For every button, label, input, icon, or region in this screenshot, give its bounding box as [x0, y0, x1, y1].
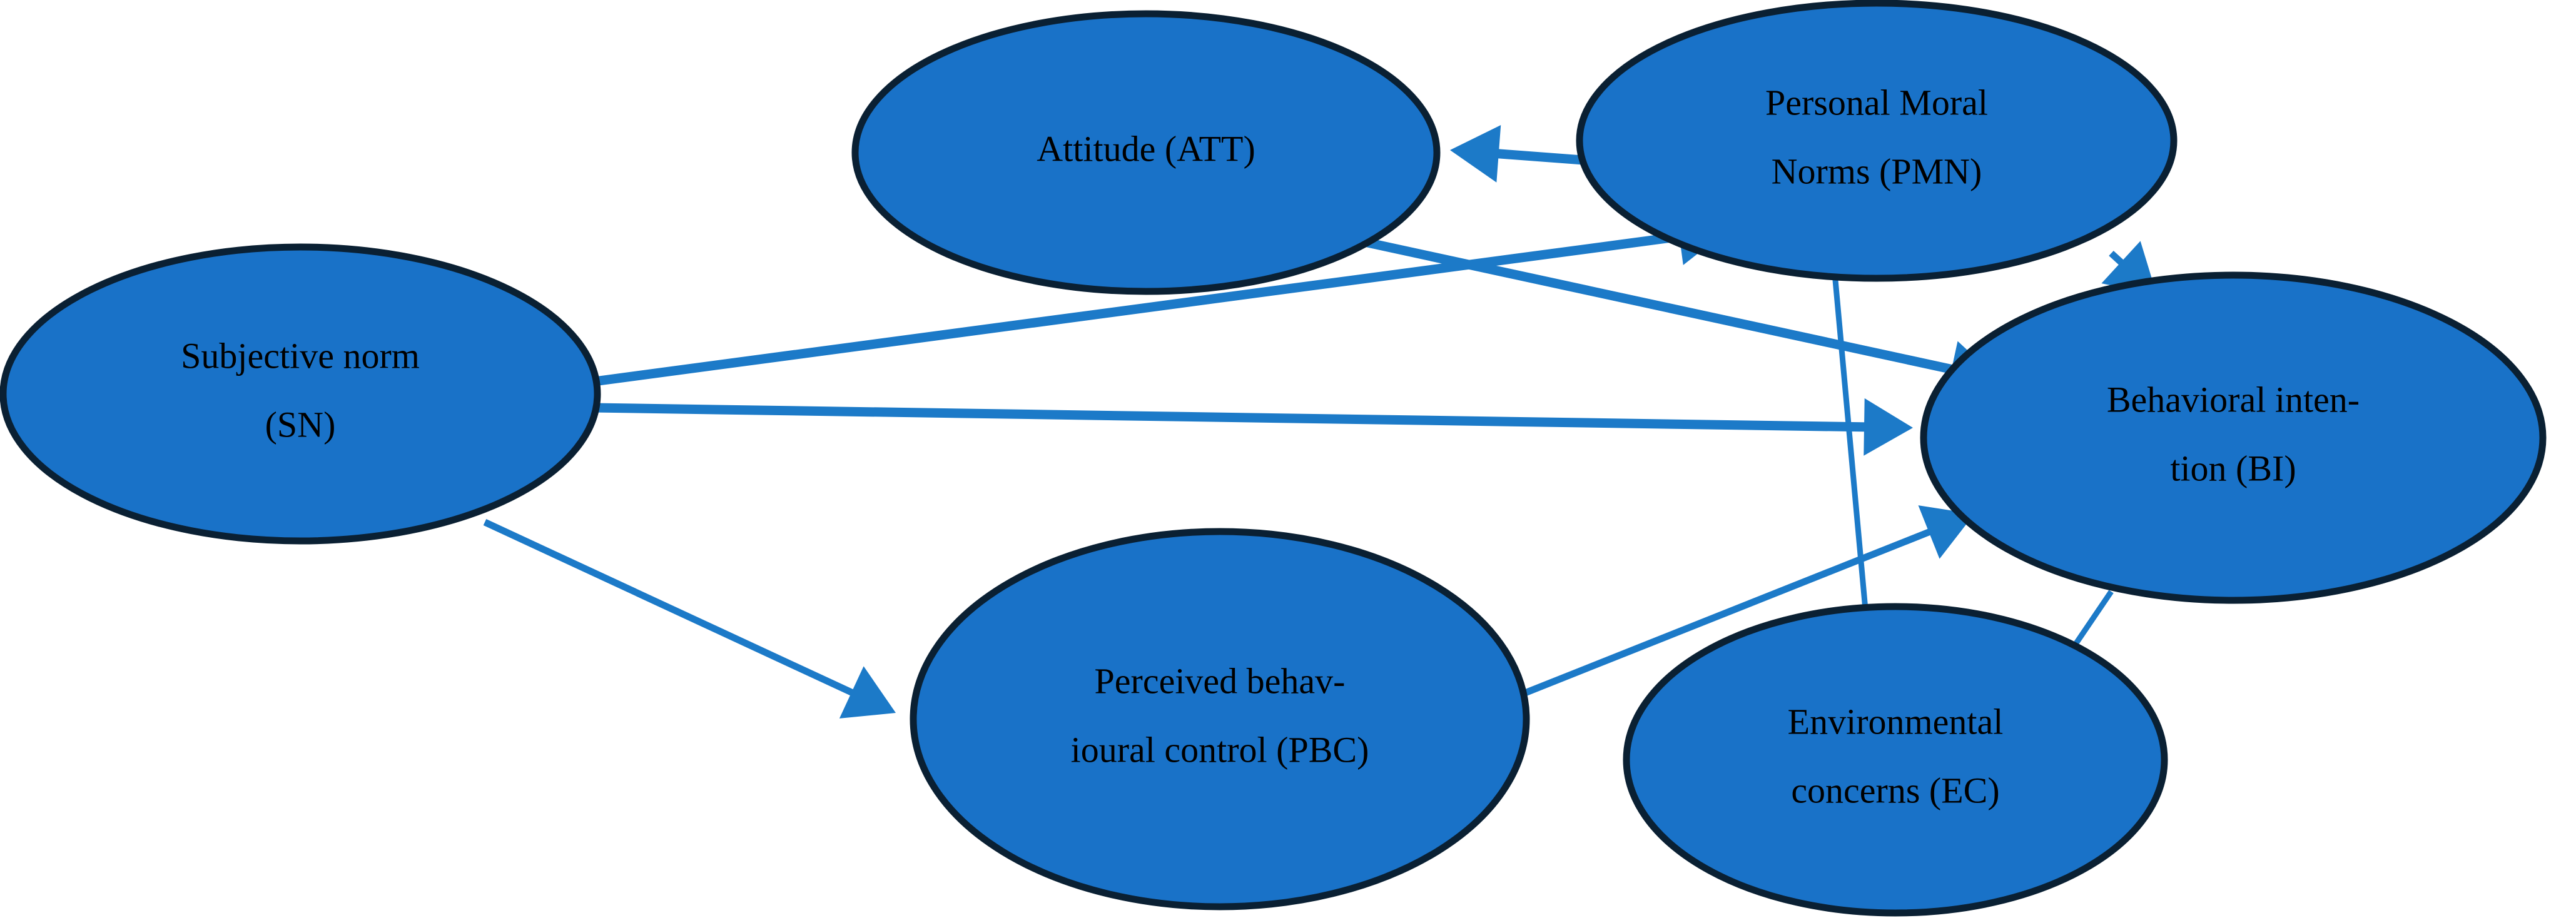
- node-label-BI-line1: Behavioral inten-: [2107, 379, 2360, 420]
- arrowhead-SN-PBC: [839, 666, 896, 719]
- edge-line-PMN-EC: [1832, 273, 1872, 651]
- node-label-PBC-line2: ioural control (PBC): [1071, 729, 1369, 770]
- node-label-EC-line2: concerns (EC): [1791, 770, 1999, 810]
- edge-SN-BI[interactable]: [592, 398, 1913, 456]
- edge-SN-PBC[interactable]: [483, 519, 896, 719]
- edge-line-SN-PBC: [483, 519, 857, 697]
- node-ATT[interactable]: Attitude (ATT): [851, 10, 1441, 295]
- node-ellipse-EC: [1623, 603, 2168, 917]
- node-EC[interactable]: Environmental concerns (EC): [1623, 603, 2168, 917]
- arrowhead-PMN-ATT: [1450, 124, 1501, 183]
- node-ellipse-BI: [1920, 271, 2547, 604]
- node-ellipse-SN: [0, 243, 601, 545]
- edge-BI-EC[interactable]: [2073, 590, 2114, 646]
- edge-line-ATT-BI: [1337, 231, 1957, 375]
- node-label-PMN-line1: Personal Moral: [1765, 82, 1988, 123]
- node-BI[interactable]: Behavioral inten-tion (BI): [1920, 271, 2547, 604]
- node-label-PMN-line2: Norms (PMN): [1772, 151, 1982, 191]
- node-PBC[interactable]: Perceived behav-ioural control (PBC): [910, 528, 1530, 910]
- edge-line-SN-PMN: [584, 231, 1684, 388]
- node-label-EC-line1: Environmental: [1788, 701, 2004, 742]
- arrowhead-SN-BI: [1864, 398, 1913, 456]
- edge-PMN-EC[interactable]: [1832, 273, 1872, 651]
- edge-line-PBC-BI: [1517, 527, 1934, 699]
- node-ellipse-ATT: [851, 10, 1441, 295]
- node-label-ATT-line1: Attitude (ATT): [1037, 128, 1255, 169]
- edge-line-SN-BI: [592, 403, 1869, 432]
- node-ellipse-PBC: [910, 528, 1530, 910]
- node-SN[interactable]: Subjective norm (SN): [0, 243, 601, 545]
- node-label-PBC-line1: Perceived behav-: [1095, 660, 1346, 701]
- node-ellipse-PMN: [1576, 0, 2178, 282]
- node-label-BI-line2: tion (BI): [2170, 448, 2296, 488]
- node-label-SN-line2: (SN): [265, 404, 336, 445]
- edge-line-BI-EC: [2073, 590, 2114, 646]
- node-label-SN-line1: Subjective norm: [181, 335, 420, 376]
- edges-layer: [483, 124, 2157, 719]
